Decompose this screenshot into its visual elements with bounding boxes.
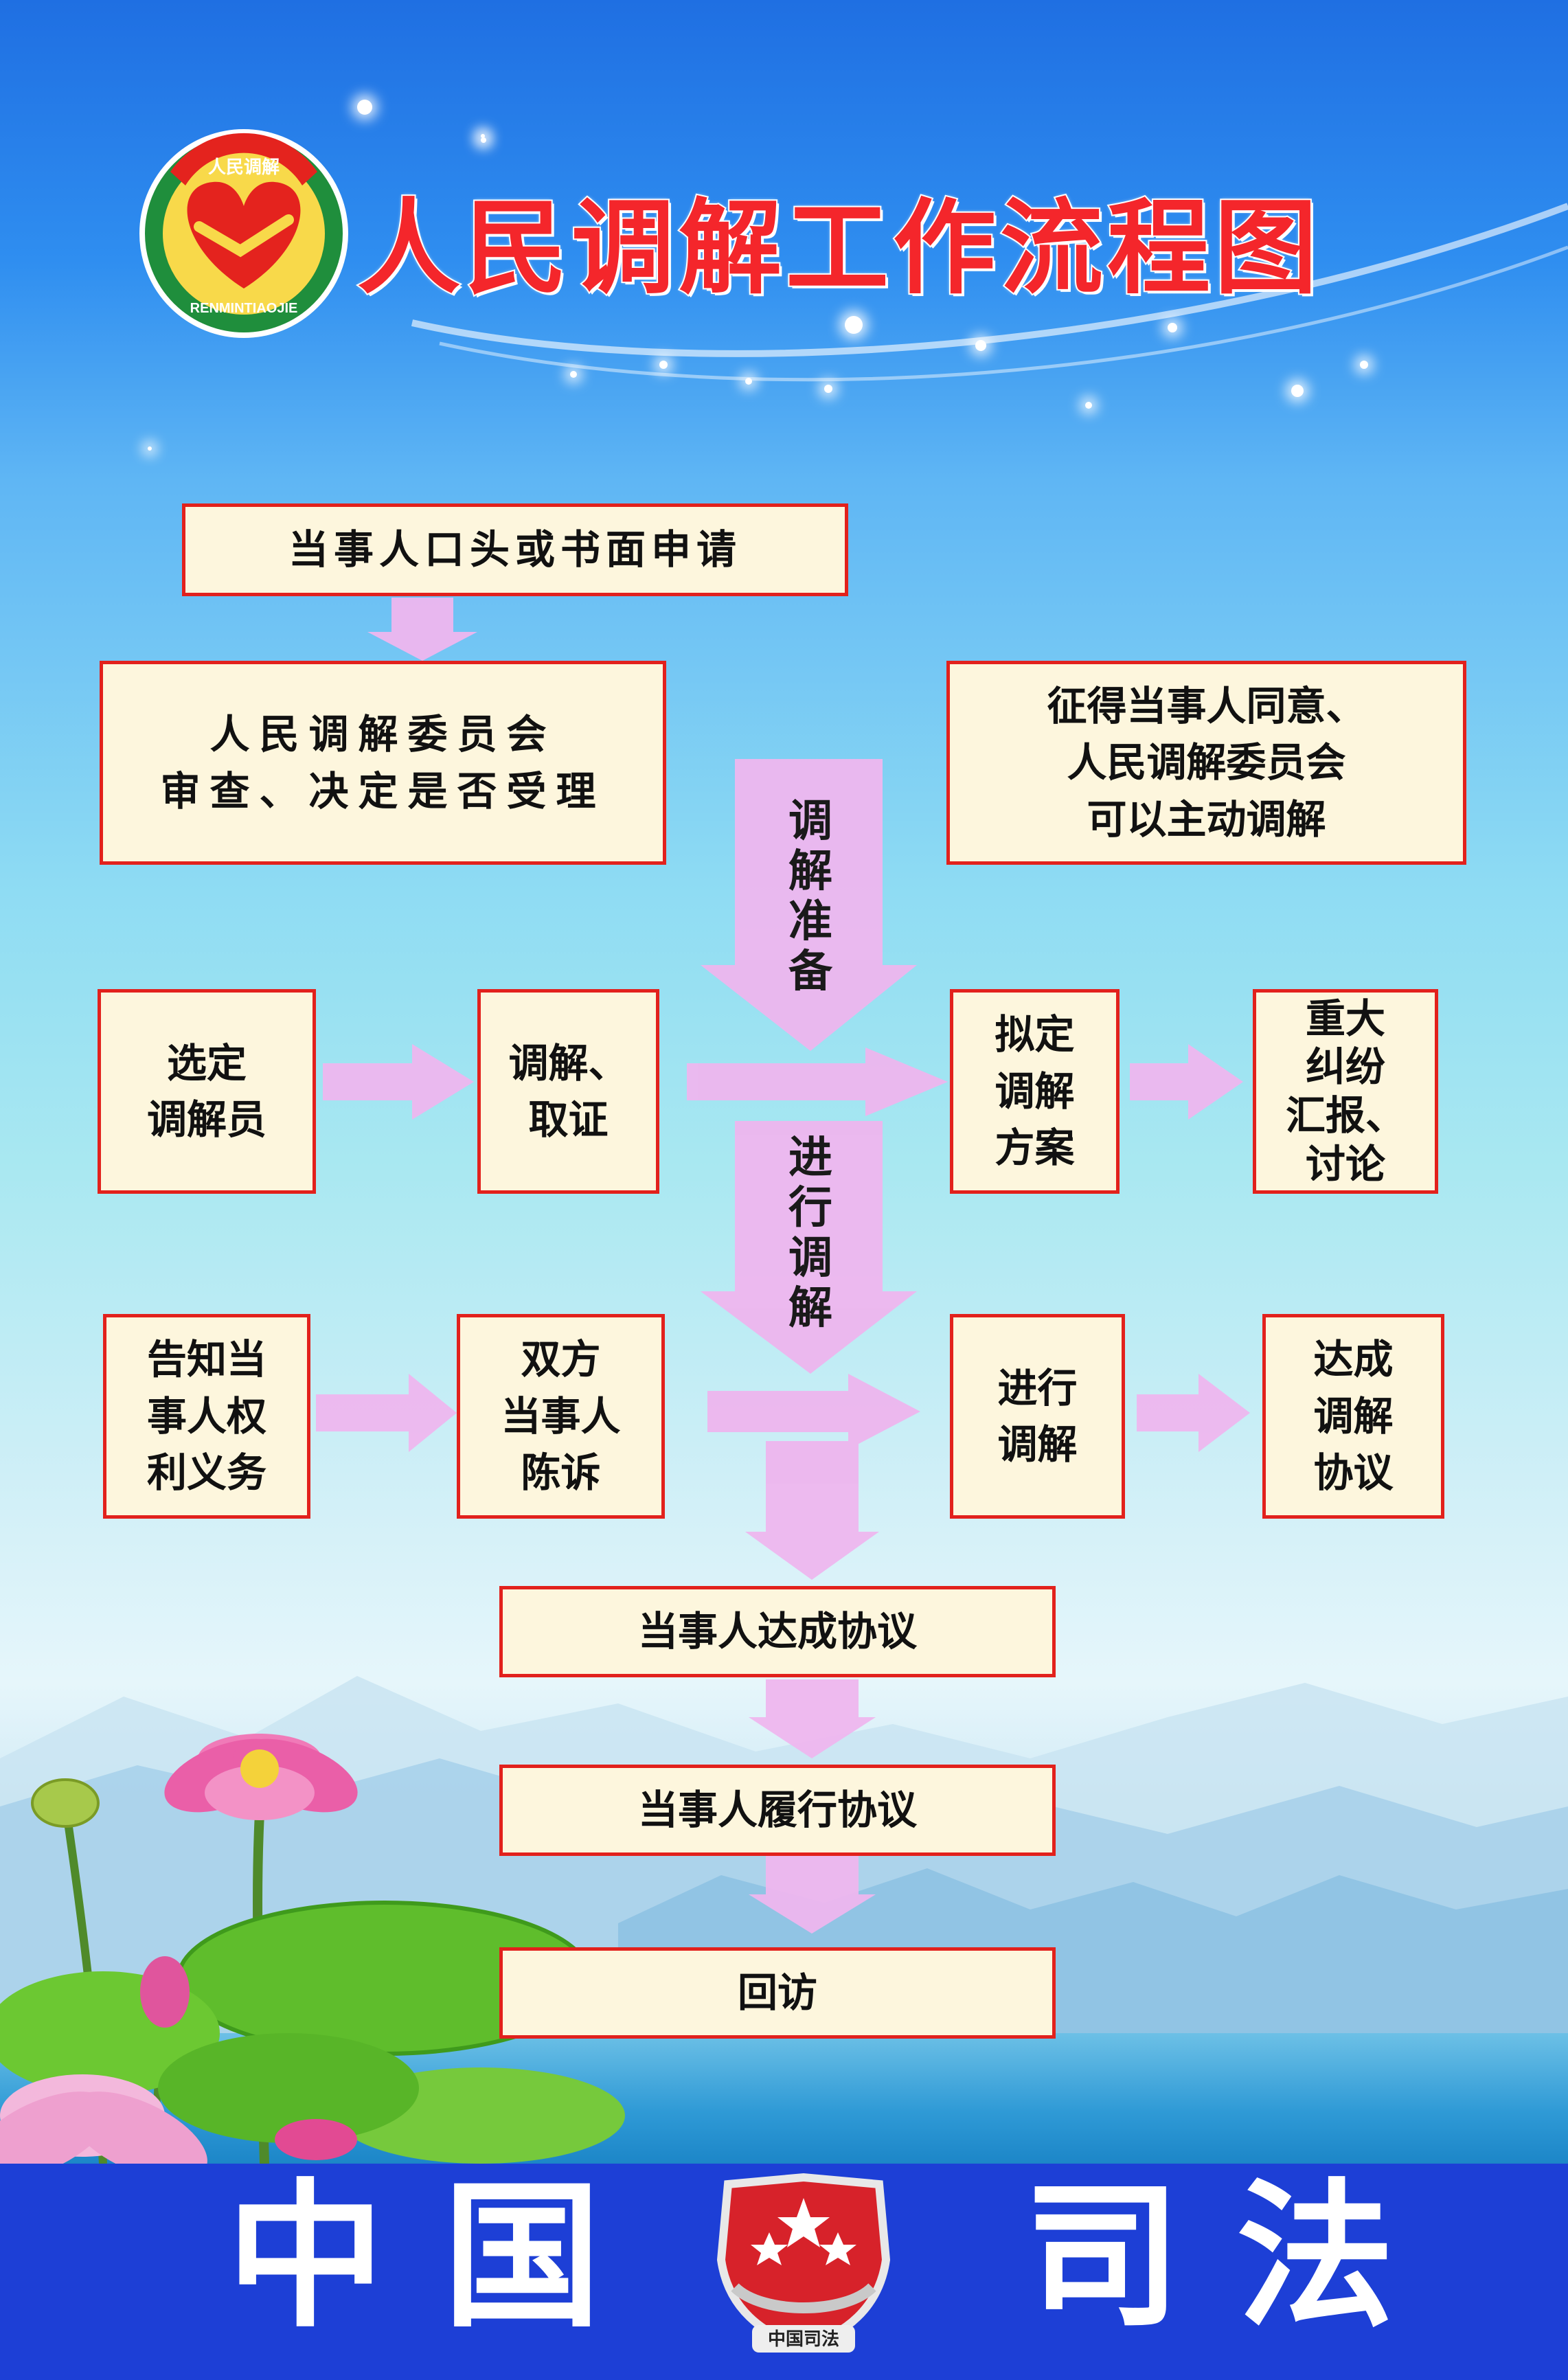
emblem-text: 中国司法 xyxy=(768,2328,839,2349)
